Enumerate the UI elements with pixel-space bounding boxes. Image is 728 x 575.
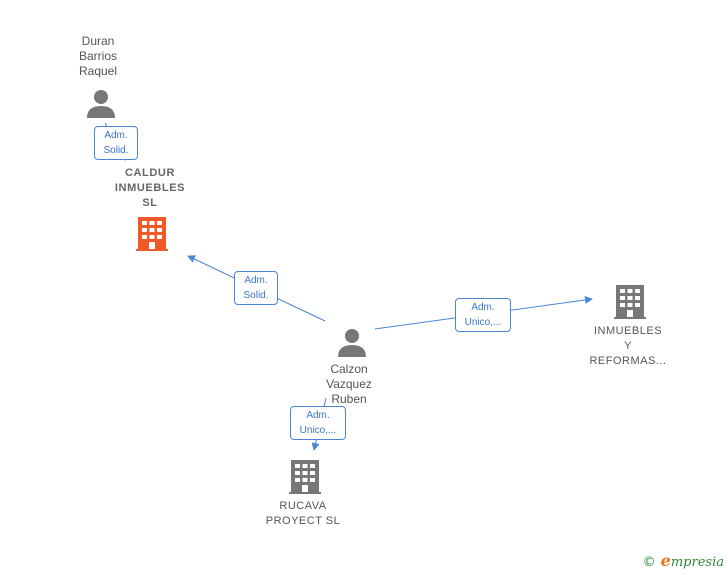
company-label: RUCAVA PROYECT SL [265, 500, 341, 527]
company-node-caldur[interactable]: CALDUR INMUEBLES SL [100, 166, 200, 211]
building-icon [614, 285, 646, 319]
brand-name: mpresia [670, 555, 724, 570]
role-badge-calzon-rucava[interactable]: Adm. Unico,... [290, 406, 346, 440]
company-label: CALDUR INMUEBLES SL [114, 167, 186, 209]
person-label: Duran Barrios Raquel [78, 34, 118, 78]
role-badge-duran-caldur[interactable]: Adm. Solid. [94, 126, 138, 160]
person-node-duran[interactable]: Duran Barrios Raquel [58, 34, 138, 79]
building-icon [289, 460, 321, 494]
person-icon [338, 329, 366, 357]
building-icon [136, 217, 168, 251]
company-node-inmuebles[interactable]: INMUEBLES Y REFORMAS... [578, 324, 678, 369]
role-badge-calzon-caldur[interactable]: Adm. Solid. [234, 271, 278, 305]
company-label: INMUEBLES Y REFORMAS... [589, 325, 667, 367]
person-icon [87, 90, 115, 118]
role-badge-calzon-inmuebles[interactable]: Adm. Unico,... [455, 298, 511, 332]
person-node-calzon[interactable]: Calzon Vazquez Ruben [309, 362, 389, 407]
copyright-icon: © [642, 555, 656, 570]
person-label: Calzon Vazquez Ruben [326, 362, 372, 406]
company-node-rucava[interactable]: RUCAVA PROYECT SL [248, 499, 358, 529]
brand-initial: e [660, 551, 671, 570]
brand-logo: © empresia [643, 551, 724, 570]
